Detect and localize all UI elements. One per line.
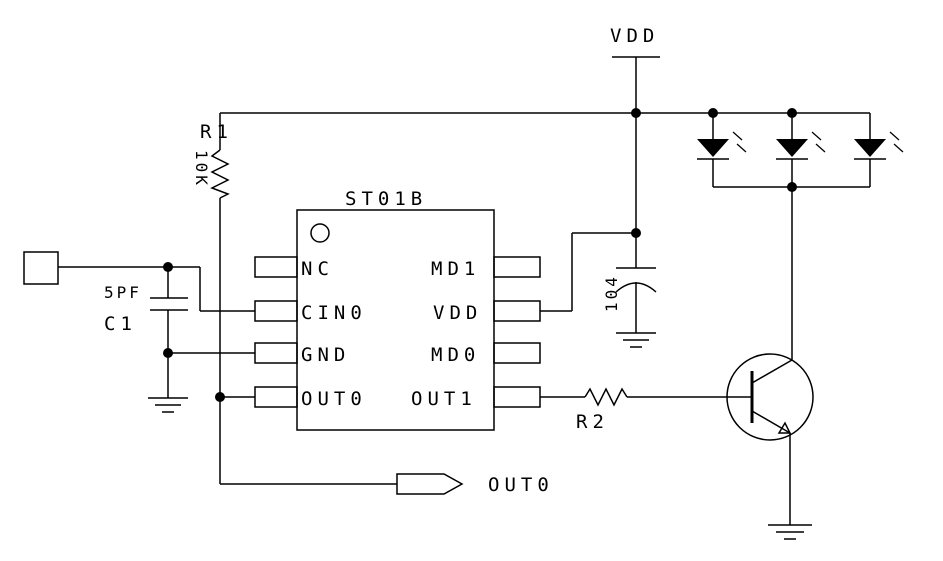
ic-pin-md0 [493, 342, 541, 364]
ic-pin-label-md1: MD1 [431, 258, 480, 280]
out0-port-label: OUT0 [488, 474, 554, 496]
ground-symbol-right [768, 524, 812, 540]
led-3 [854, 113, 904, 187]
decoupling-cap-value-label: 104 [602, 274, 621, 312]
ic-pin-label-gnd: GND [301, 344, 350, 366]
ic-pin-label-md0: MD0 [431, 344, 480, 366]
ic-st01b: ST01B NC CIN0 GND OUT0 MD1 VDD MD0 OUT1 [254, 188, 541, 431]
led-1 [697, 113, 747, 187]
ic-pin-label-nc: NC [301, 258, 334, 280]
c1-value-label: 5PF [104, 283, 142, 302]
ic-pin-label-out0: OUT0 [301, 388, 367, 410]
ground-symbol-left [148, 390, 188, 413]
r1-value-label: 10K [192, 150, 211, 188]
capacitor-c1: 5PF C1 [104, 267, 188, 390]
resistor-r2: R2 [540, 387, 752, 433]
ic-pin-label-vdd: VDD [433, 302, 482, 324]
ic-pin-out1 [493, 386, 541, 408]
ic-pin-out0 [254, 386, 298, 408]
out0-output-port: OUT0 [396, 473, 554, 496]
vdd-supply-symbol: VDD [610, 25, 660, 113]
ic-pin-vdd [493, 300, 541, 322]
ic-pin-md1 [493, 256, 541, 278]
pin1-marker [310, 223, 330, 243]
c1-ref-label: C1 [104, 313, 137, 335]
ic-pin-label-cin0: CIN0 [301, 302, 367, 324]
ic-pin-nc [254, 256, 298, 278]
r1-ref-label: R1 [200, 121, 233, 143]
ground-symbol-middle [616, 332, 656, 348]
capacitor-104: 104 [602, 233, 657, 333]
resistor-r1: R1 10K [192, 113, 233, 397]
led-2 [776, 113, 826, 187]
ic-pin-gnd [254, 342, 298, 364]
r2-ref-label: R2 [576, 411, 609, 433]
ic-pin-label-out1: OUT1 [411, 388, 477, 410]
touch-pad [23, 251, 59, 285]
npn-transistor [726, 353, 814, 525]
ic-part-label: ST01B [345, 188, 427, 210]
ic-pin-cin0 [254, 300, 298, 322]
vdd-supply-label: VDD [610, 25, 659, 47]
